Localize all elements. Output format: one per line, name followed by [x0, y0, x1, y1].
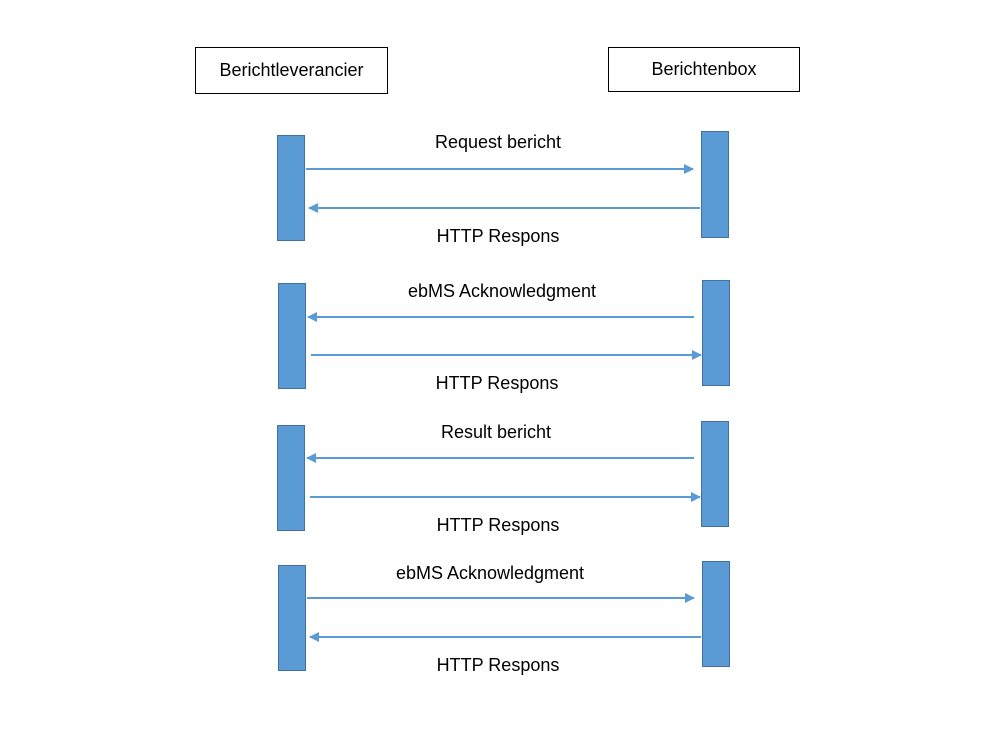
activation-left-1 [277, 135, 305, 241]
message-label-http-respons: HTTP Respons [436, 226, 560, 246]
message-label-http-respons: HTTP Respons [436, 515, 560, 535]
message-label-http-respons: HTTP Respons [436, 655, 560, 675]
participant-label: Berichtenbox [651, 59, 757, 79]
activation-left-2 [278, 283, 306, 389]
participant-berichtenbox: Berichtenbox [608, 47, 800, 92]
activation-right-2 [702, 280, 730, 386]
participant-berichtleverancier: Berichtleverancier [195, 47, 388, 94]
activation-right-4 [702, 561, 730, 667]
activation-right-1 [701, 131, 729, 238]
activation-left-3 [277, 425, 305, 531]
message-label-request-bericht: Request bericht [434, 132, 562, 152]
participant-label: Berichtleverancier [219, 60, 364, 80]
activation-right-3 [701, 421, 729, 527]
message-label-ebms-acknowledgment: ebMS Acknowledgment [395, 563, 585, 583]
message-label-ebms-acknowledgment: ebMS Acknowledgment [407, 281, 597, 301]
message-label-result-bericht: Result bericht [440, 422, 552, 442]
message-label-http-respons: HTTP Respons [435, 373, 559, 393]
activation-left-4 [278, 565, 306, 671]
